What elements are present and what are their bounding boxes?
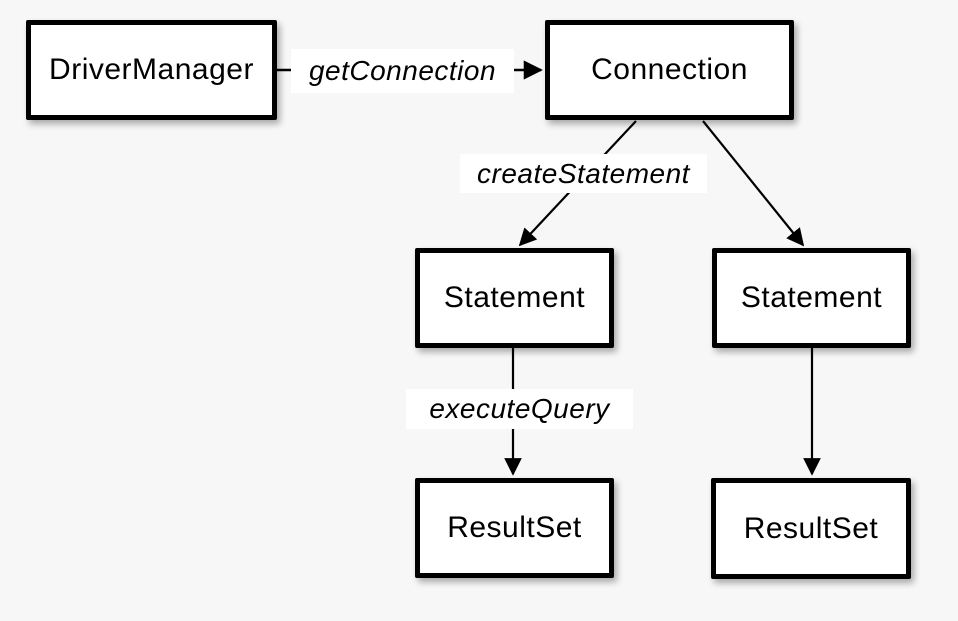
edge-label-get-connection: getConnection	[291, 49, 514, 93]
node-statement-left: Statement	[415, 248, 614, 348]
edge-label-execute-query: executeQuery	[406, 389, 633, 429]
node-resultset-left-label: ResultSet	[447, 511, 582, 544]
edge-label-create-statement: createStatement	[460, 154, 707, 193]
node-resultset-right: ResultSet	[711, 478, 911, 579]
node-connection: Connection	[545, 20, 794, 120]
node-driver-manager-label: DriverManager	[49, 53, 254, 86]
node-statement-left-label: Statement	[443, 281, 586, 314]
node-driver-manager: DriverManager	[26, 20, 277, 120]
node-statement-right: Statement	[712, 248, 911, 348]
edge-connection-statement-right-arrow	[702, 120, 805, 247]
node-resultset-right-label: ResultSet	[743, 511, 879, 545]
node-connection-label: Connection	[591, 53, 748, 86]
node-resultset-left: ResultSet	[415, 478, 614, 578]
node-statement-right-label: Statement	[740, 281, 883, 314]
